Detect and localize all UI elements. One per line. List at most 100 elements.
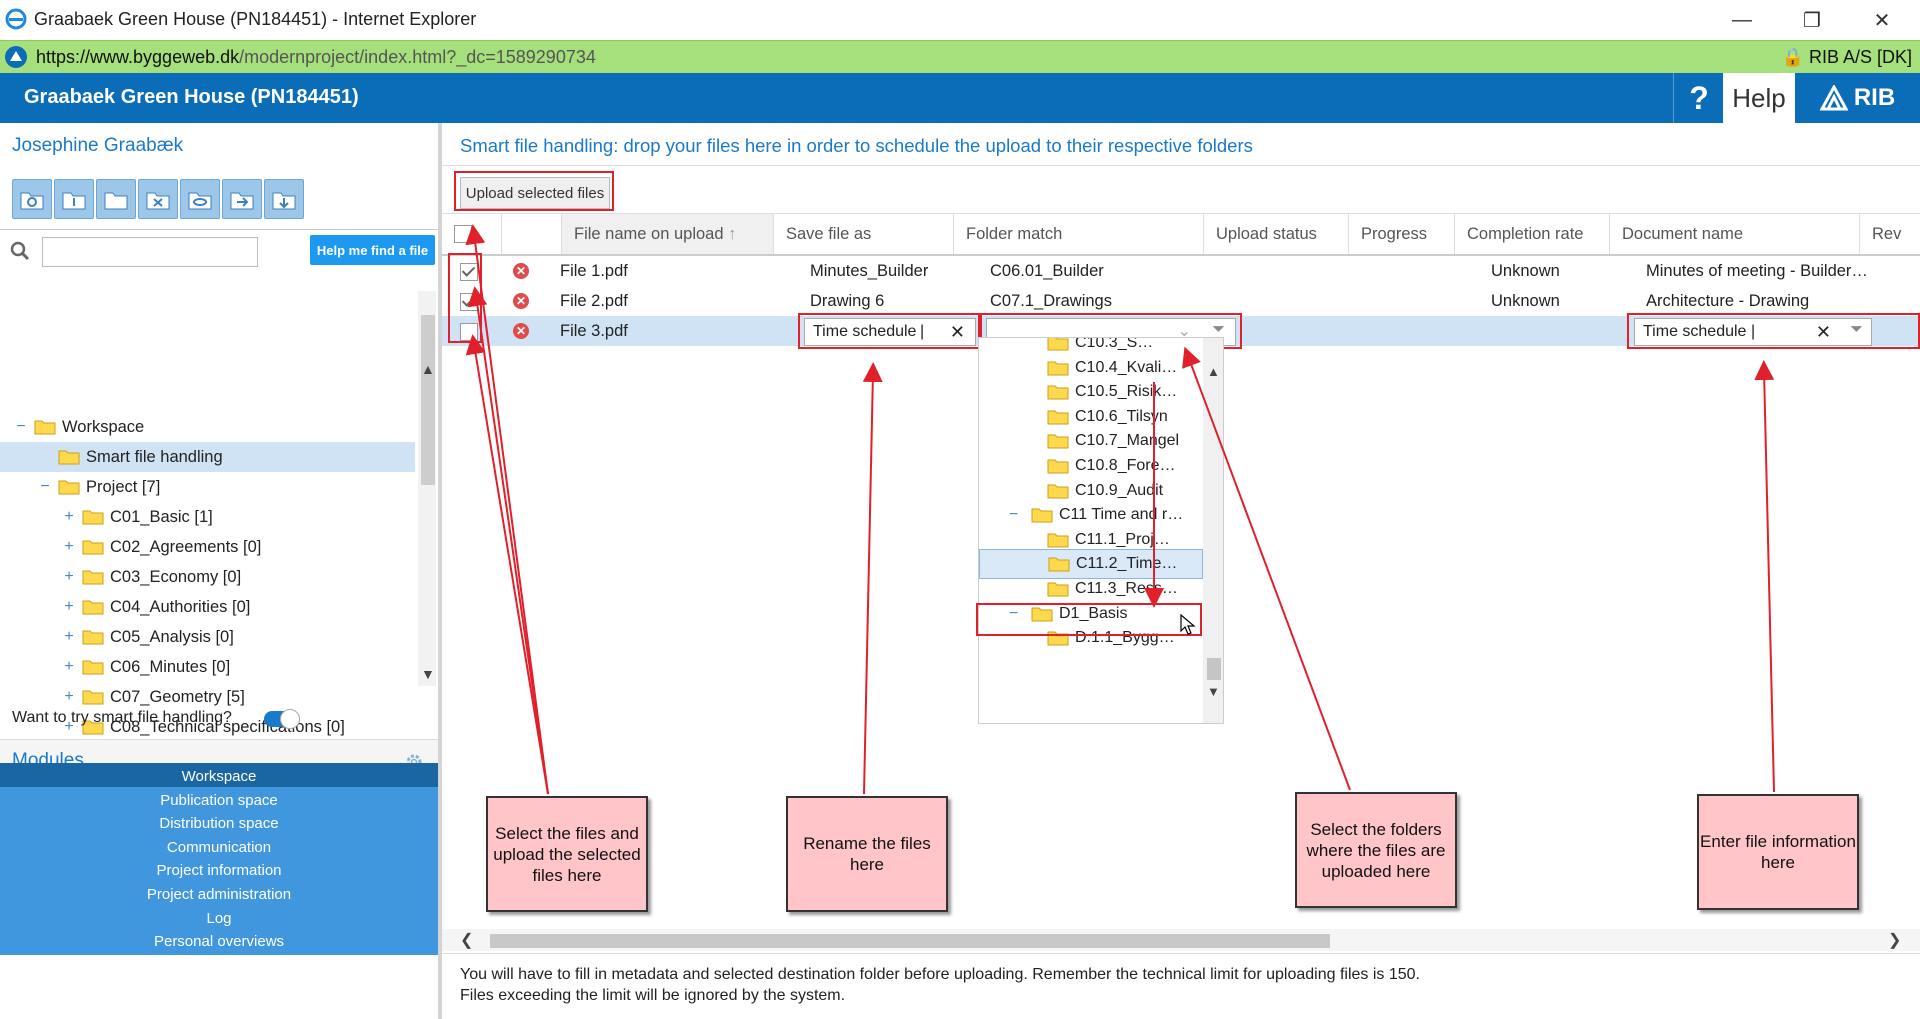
dropdown-folder-item[interactable]: C11.1_Proj… <box>979 525 1203 555</box>
download-folder-icon[interactable] <box>264 179 304 219</box>
folder-dropdown[interactable]: C10.3_S…C10.4_Kvali…C10.5_Risik…C10.6_Ti… <box>978 337 1224 724</box>
file-name: File 1.pdf <box>560 262 628 280</box>
document-name-input[interactable]: Time schedule| ✕ ⏷ <box>1634 318 1872 346</box>
scroll-down-icon[interactable]: ▼ <box>1207 684 1220 699</box>
expand-icon[interactable]: + <box>64 568 74 585</box>
tree-item[interactable]: +C01_Basic [1] <box>0 502 415 532</box>
settings-folder-icon[interactable] <box>12 179 52 219</box>
expand-icon[interactable]: + <box>64 538 74 555</box>
save-as-input[interactable]: Time schedule| ✕ <box>804 318 976 346</box>
document-name-value[interactable]: Architecture - Drawing <box>1646 292 1810 310</box>
collapse-icon[interactable]: − <box>40 478 50 495</box>
scroll-up-icon[interactable]: ▲ <box>421 361 435 377</box>
tree-item[interactable]: +C04_Authorities [0] <box>0 592 415 622</box>
move-folder-icon[interactable] <box>222 179 262 219</box>
collapse-icon[interactable]: − <box>16 418 26 435</box>
dropdown-folder-item[interactable]: C10.9_Audit <box>979 476 1203 506</box>
close-window-button[interactable]: ✕ <box>1873 9 1891 32</box>
column-upload-status[interactable]: Upload status <box>1204 214 1349 254</box>
filter-icon[interactable]: ⏷ <box>1850 321 1863 338</box>
table-row[interactable]: ✕ File 2.pdf Drawing 6 C07.1_Drawings Un… <box>442 286 1920 316</box>
help-question-icon[interactable]: ? <box>1673 73 1724 123</box>
security-indicator[interactable]: 🔒 RIB A/S [DK] <box>1781 47 1912 67</box>
dropdown-folder-item[interactable]: C10.4_Kvali… <box>979 353 1203 383</box>
remove-file-icon[interactable]: ✕ <box>513 263 529 279</box>
tree-item[interactable]: −Project [7] <box>0 472 415 502</box>
module-item[interactable]: Personal overviews <box>0 928 438 958</box>
smart-handling-toggle[interactable] <box>264 709 300 729</box>
window-titlebar: Graabaek Green House (PN184451) - Intern… <box>0 0 1920 40</box>
site-favicon-icon <box>5 46 27 68</box>
dropdown-folder-item[interactable]: −D1_Basis <box>979 599 1203 629</box>
expand-icon[interactable]: + <box>64 718 74 735</box>
upload-selected-button[interactable]: Upload selected files <box>460 177 610 209</box>
expand-icon[interactable]: + <box>64 658 74 675</box>
user-name[interactable]: Josephine Graabæk <box>12 135 184 156</box>
url-text[interactable]: https://www.byggeweb.dk/modernproject/in… <box>36 47 596 67</box>
rib-logo[interactable]: RIB <box>1795 73 1920 123</box>
info-folder-icon[interactable] <box>54 179 94 219</box>
help-button[interactable]: Help <box>1723 73 1795 123</box>
folder-icon <box>1048 557 1070 572</box>
scroll-up-icon[interactable]: ▲ <box>1207 364 1220 379</box>
remove-file-icon[interactable]: ✕ <box>513 323 529 339</box>
tree-scroll-thumb[interactable] <box>421 315 435 485</box>
clear-icon[interactable]: ✕ <box>949 322 965 342</box>
remove-file-icon[interactable]: ✕ <box>513 293 529 309</box>
dropdown-folder-item[interactable]: C10.3_S… <box>979 338 1203 358</box>
address-bar[interactable]: https://www.byggeweb.dk/modernproject/in… <box>0 40 1920 74</box>
clear-icon[interactable]: ✕ <box>1815 322 1831 342</box>
dropdown-folder-item[interactable]: C10.8_Fore… <box>979 451 1203 481</box>
dropdown-folder-item[interactable]: C10.5_Risik… <box>979 377 1203 407</box>
table-row[interactable]: ✕ File 1.pdf Minutes_Builder C06.01_Buil… <box>442 256 1920 286</box>
tree-item[interactable]: +C05_Analysis [0] <box>0 622 415 652</box>
tree-item[interactable]: +C07_Geometry [5] <box>0 682 415 712</box>
folder-match-value[interactable]: C06.01_Builder <box>990 262 1104 280</box>
search-input[interactable] <box>42 237 258 267</box>
new-folder-icon[interactable] <box>96 179 136 219</box>
view-folder-icon[interactable] <box>180 179 220 219</box>
filter-icon[interactable]: ⏷ <box>1212 321 1225 338</box>
folder-match-value[interactable]: C07.1_Drawings <box>990 292 1112 310</box>
scroll-right-icon[interactable]: ❯ <box>1888 932 1902 949</box>
divider <box>442 165 1920 166</box>
expand-icon[interactable]: + <box>64 688 74 705</box>
scroll-down-icon[interactable]: ▼ <box>421 666 435 682</box>
delete-folder-icon[interactable] <box>138 179 178 219</box>
expand-icon[interactable]: + <box>64 598 74 615</box>
tree-item[interactable]: +C06_Minutes [0] <box>0 652 415 682</box>
column-document-name[interactable]: Document name <box>1610 214 1860 254</box>
save-as-value[interactable]: Drawing 6 <box>810 292 885 310</box>
expand-icon[interactable]: + <box>64 628 74 645</box>
horizontal-scroll-thumb[interactable] <box>490 934 1330 948</box>
dropdown-folder-item[interactable]: C10.6_Tilsyn <box>979 402 1203 432</box>
dropdown-scroll-thumb[interactable] <box>1207 658 1221 680</box>
dropdown-folder-item[interactable]: C11.2_Time… <box>979 549 1203 580</box>
find-file-button[interactable]: Help me find a file <box>310 235 435 265</box>
column-file-name[interactable]: File name on upload ↑ <box>562 214 774 254</box>
select-all-column[interactable] <box>442 214 502 254</box>
select-all-checkbox[interactable] <box>454 225 472 243</box>
document-name-value[interactable]: Minutes of meeting - Builder… <box>1646 262 1866 280</box>
column-folder-match[interactable]: Folder match <box>954 214 1204 254</box>
column-progress[interactable]: Progress <box>1349 214 1455 254</box>
column-save-as[interactable]: Save file as <box>774 214 954 254</box>
save-as-value[interactable]: Minutes_Builder <box>810 262 929 280</box>
tree-item[interactable]: +C03_Economy [0] <box>0 562 415 592</box>
restore-button[interactable]: ❐ <box>1803 9 1821 32</box>
minimize-button[interactable]: — <box>1732 8 1752 31</box>
tree-item[interactable]: Smart file handling <box>0 442 415 472</box>
column-rev[interactable]: Rev <box>1860 214 1920 254</box>
collapse-icon[interactable]: − <box>1009 604 1019 622</box>
dropdown-folder-label: C11.1_Proj… <box>1075 530 1170 548</box>
tree-item-label: Workspace <box>62 417 145 436</box>
tree-item[interactable]: − Workspace <box>0 412 415 442</box>
chevron-down-icon[interactable]: ⌄ <box>1177 323 1191 340</box>
scroll-left-icon[interactable]: ❮ <box>460 932 474 949</box>
collapse-icon[interactable]: − <box>1009 506 1019 524</box>
dropdown-folder-item[interactable]: −C11 Time and r… <box>979 500 1203 530</box>
column-completion-rate[interactable]: Completion rate <box>1455 214 1610 254</box>
expand-icon[interactable]: + <box>64 508 74 525</box>
tree-item[interactable]: +C02_Agreements [0] <box>0 532 415 562</box>
dropdown-folder-label: C10.9_Audit <box>1075 481 1164 499</box>
